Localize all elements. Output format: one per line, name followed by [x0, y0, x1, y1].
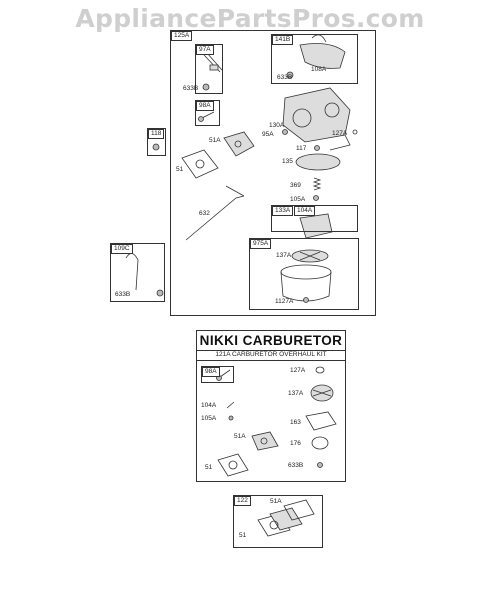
- kit-box: [196, 330, 346, 482]
- sub-box-118: [147, 128, 166, 156]
- label-632: 632: [199, 210, 210, 217]
- kit122-label-51A: 51A: [270, 498, 282, 505]
- tag-975A: 975A: [250, 239, 272, 249]
- label-117: 117: [296, 145, 307, 152]
- kit-label-51A: 51A: [234, 433, 246, 440]
- kit-sub-box-98A: [201, 366, 234, 383]
- tag-118: 118: [148, 129, 165, 139]
- sub-box-109C: [110, 243, 165, 302]
- sub-box-975A: [249, 238, 359, 310]
- label-633B-a: 633B: [183, 85, 199, 92]
- sub-box-98A: [195, 100, 220, 126]
- kit122-label-51: 51: [239, 532, 247, 539]
- kit-divider-bottom: [196, 360, 346, 361]
- sub-box-133A: [271, 205, 358, 232]
- kit-label-176: 176: [290, 440, 301, 447]
- kit-subtitle: 121A CARBURETOR OVERHAUL KIT: [215, 351, 327, 358]
- tag-98A: 98A: [196, 101, 214, 111]
- tag-125A: 125A: [171, 31, 193, 41]
- label-51: 51: [176, 166, 184, 173]
- kit-label-163: 163: [290, 419, 301, 426]
- tag-109C: 109C: [111, 244, 133, 254]
- sub-box-141B: [271, 34, 358, 84]
- kit-label-127A: 127A: [290, 367, 306, 374]
- kit-label-104A: 104A: [201, 402, 217, 409]
- kit122-tag: 122: [234, 496, 251, 506]
- kit122-box: [233, 495, 323, 548]
- kit-label-633B: 633B: [288, 462, 304, 469]
- watermark-text: AppliancePartsPros.com: [75, 4, 425, 33]
- sub-box-97A: [195, 44, 223, 94]
- kit-title: NIKKI CARBURETOR: [199, 333, 343, 348]
- kit-label-105A: 105A: [201, 415, 217, 422]
- label-633B-c: 633B: [115, 291, 131, 298]
- tag-97A: 97A: [196, 45, 214, 55]
- tag-141B: 141B: [272, 35, 294, 45]
- label-51A: 51A: [209, 137, 221, 144]
- kit-label-51: 51: [205, 464, 213, 471]
- label-130A: 130A: [269, 122, 285, 129]
- label-108A: 108A: [311, 66, 327, 73]
- kit-label-137A: 137A: [288, 390, 304, 397]
- label-95A: 95A: [262, 131, 274, 138]
- main-parts-box: [170, 30, 376, 316]
- label-369: 369: [290, 182, 301, 189]
- label-135: 135: [282, 158, 293, 165]
- label-137A: 137A: [276, 252, 292, 259]
- label-127A: 127A: [332, 130, 348, 137]
- label-105A: 105A: [290, 196, 306, 203]
- label-1127A: 1127A: [275, 298, 294, 305]
- tag-133A: 133A: [272, 206, 294, 216]
- kit-tag-98A: 98A: [202, 367, 220, 377]
- tag-104A: 104A: [294, 206, 316, 216]
- kit-divider-top: [196, 350, 346, 351]
- label-633B-b: 633B: [277, 74, 293, 81]
